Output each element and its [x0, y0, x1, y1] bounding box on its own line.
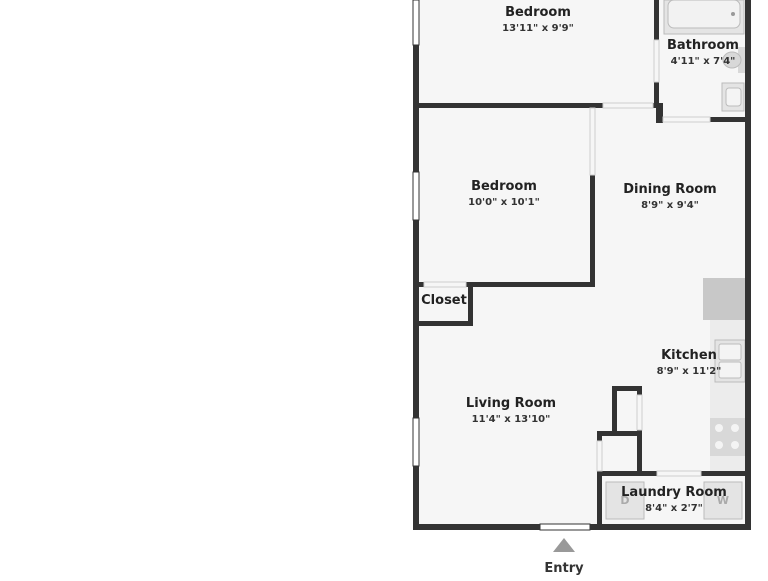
wall-laundry-left [597, 471, 602, 526]
room-name: Kitchen [661, 348, 717, 363]
window-bedroom-mid [412, 171, 420, 221]
wall-block-mid [597, 431, 642, 436]
stove-icon [710, 418, 745, 456]
wall-bathroom-corner [656, 103, 663, 123]
wall-laundry-top-right [701, 471, 747, 476]
room-dimensions: 13'11" x 9'9" [502, 23, 574, 34]
entry-door[interactable] [539, 523, 591, 531]
entry-arrow-icon [553, 538, 575, 552]
room-name: Closet [421, 293, 467, 308]
wall-block-left [612, 386, 617, 436]
bathroom-sink-icon [721, 82, 745, 112]
opening-bathroom [662, 116, 711, 123]
room-dimensions: 8'9" x 11'2" [657, 366, 722, 377]
room-dimensions: 8'4" x 2'7" [645, 503, 703, 514]
wall-left-outer [413, 0, 419, 530]
wall-bathroom-left-lower [654, 82, 659, 108]
wall-laundry-top-left [597, 471, 657, 476]
wall-block-top [612, 386, 642, 391]
opening-bathroom-side [653, 39, 660, 83]
window-bedroom-top [412, 0, 420, 46]
opening-block-lower [596, 440, 603, 472]
room-name: Living Room [466, 396, 556, 411]
wall-bedroom-mid-right [590, 175, 595, 287]
opening-block [636, 394, 643, 431]
wall-bath-top-right [745, 0, 751, 4]
entry-label: Entry [544, 561, 584, 576]
floor-area [416, 0, 748, 525]
bathtub-icon [663, 0, 745, 35]
wall-closet-right [468, 282, 473, 326]
window-living [412, 417, 420, 467]
wall-block-lower-left [597, 431, 602, 441]
room-kitchen: Kitchen 8'9" x 11'2" [657, 348, 722, 377]
dryer-label: D [620, 494, 629, 507]
dryer-icon: D [605, 481, 645, 520]
door-openings [423, 39, 711, 477]
wall-bathroom-left [654, 0, 659, 40]
toilet-icon [722, 47, 746, 73]
room-name: Bathroom [667, 38, 739, 53]
room-bedroom-mid: Bedroom 10'0" x 10'1" [468, 179, 540, 208]
wall-closet-bottom [419, 321, 473, 326]
kitchen-sink-icon [714, 339, 746, 383]
wall-right-outer [745, 0, 751, 530]
room-name: Bedroom [505, 5, 571, 20]
room-dimensions: 10'0" x 10'1" [468, 197, 540, 208]
wall-bedroom-divider [419, 103, 659, 108]
room-dimensions: 11'4" x 13'10" [472, 414, 551, 425]
washer-icon: W [703, 481, 743, 520]
room-bedroom-top: Bedroom 13'11" x 9'9" [502, 5, 574, 34]
room-bathroom: Bathroom 4'11" x 7'4" [667, 38, 739, 67]
opening-bedroom-mid [589, 107, 596, 176]
room-living: Living Room 11'4" x 13'10" [466, 396, 556, 425]
wall-closet-top [419, 282, 424, 287]
opening-laundry [656, 470, 702, 477]
opening-dining-top [602, 102, 654, 109]
room-name: Laundry Room [621, 485, 727, 500]
windows [412, 0, 420, 467]
room-closet: Closet [421, 293, 467, 308]
opening-closet [423, 281, 467, 288]
washer-label: W [717, 494, 729, 507]
room-name: Dining Room [623, 182, 716, 197]
wall-bathroom-bottom [710, 117, 746, 122]
room-dining: Dining Room 8'9" x 9'4" [623, 182, 716, 211]
wall-bedroom-mid-bottom [466, 282, 595, 287]
room-laundry: Laundry Room 8'4" x 2'7" [621, 485, 727, 514]
room-dimensions: 4'11" x 7'4" [671, 56, 736, 67]
room-name: Bedroom [471, 179, 537, 194]
room-dimensions: 8'9" x 9'4" [641, 200, 699, 211]
fridge-icon [703, 278, 745, 320]
